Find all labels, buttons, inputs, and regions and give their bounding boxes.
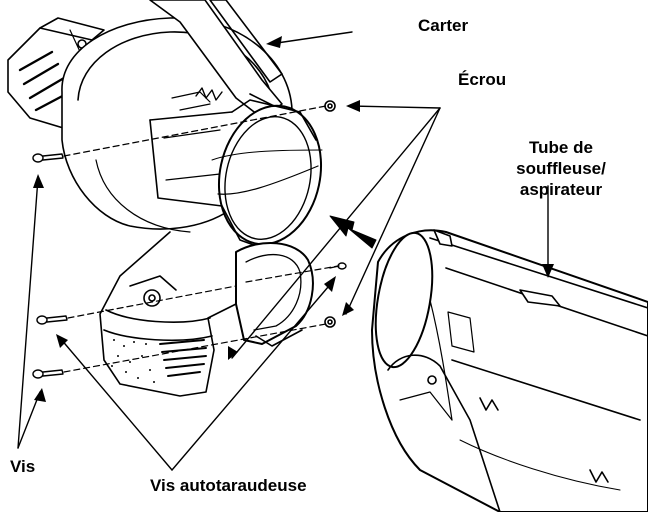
screw-middle xyxy=(36,315,68,325)
label-carter: Carter xyxy=(418,16,469,35)
nuts xyxy=(324,100,336,328)
label-tube-line-2: souffleuse/ xyxy=(516,159,606,178)
label-tube-line-3: aspirateur xyxy=(519,180,603,199)
label-vis-autotaraudeuse: Vis autotaraudeuse xyxy=(150,476,307,495)
screw-top xyxy=(32,153,64,163)
nut-bottom xyxy=(324,316,336,328)
insertion-arrow xyxy=(329,215,377,249)
label-vis: Vis xyxy=(10,457,36,476)
screws xyxy=(32,153,347,379)
label-tube: Tube de souffleuse/ aspirateur xyxy=(506,137,616,200)
outlet-ring xyxy=(149,99,323,249)
blower-tube xyxy=(371,229,648,512)
leader-lines xyxy=(17,31,549,471)
arrowheads xyxy=(33,36,554,402)
screw-bottom xyxy=(32,369,64,379)
alignment-lines xyxy=(63,105,339,373)
nut-top xyxy=(324,100,336,112)
label-ecrou: Écrou xyxy=(458,70,507,89)
lower-intake xyxy=(99,231,314,397)
label-tube-line-1: Tube de xyxy=(529,138,593,157)
